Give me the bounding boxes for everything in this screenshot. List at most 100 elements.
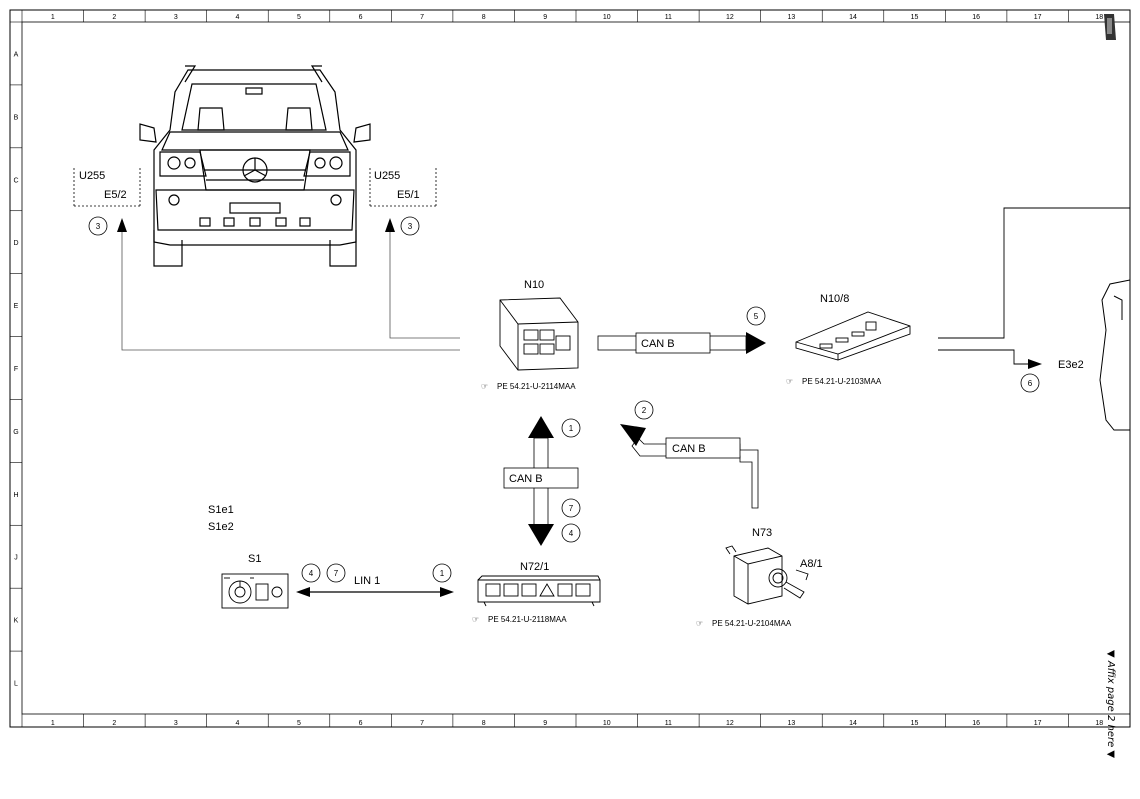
grid-row-label: G [13, 429, 18, 436]
s1e1-label: S1e1 [208, 504, 234, 516]
svg-text:4: 4 [309, 569, 314, 578]
grid-col-label: 1 [51, 14, 55, 21]
n10-module [499, 297, 579, 371]
pointing-hand-icon: ☞ [786, 377, 793, 386]
s1-light-switch [221, 573, 289, 609]
grid-col-label: 10 [603, 720, 611, 727]
callout-left-lamp: 3 [88, 216, 108, 236]
n73-ignition-switch [725, 545, 809, 605]
callout-lin-right: 1 [432, 563, 452, 583]
left-lamp-label-box: U255 E5/2 [73, 168, 141, 207]
grid-col-label: 12 [726, 720, 734, 727]
n10-label: N10 [524, 279, 544, 291]
grid-row-label: B [14, 114, 19, 121]
grid-row-label: C [13, 177, 18, 184]
svg-text:PE 54.21-U-2103MAA: PE 54.21-U-2103MAA [802, 377, 882, 386]
s1e2-label: S1e2 [208, 521, 234, 533]
grid-col-label: 2 [112, 720, 116, 727]
callout-vertical-up: 1 [561, 418, 581, 438]
callout-lin-left-a: 4 [301, 563, 321, 583]
grid-column-labels: 1122334455667788991010111112121313141415… [21, 10, 1103, 727]
grid-col-label: 14 [849, 720, 857, 727]
callout-right-lamp: 3 [400, 216, 420, 236]
grid-row-label: L [14, 681, 18, 688]
callout-can-n10-8: 5 [746, 306, 766, 326]
svg-text:5: 5 [754, 312, 759, 321]
grid-col-label: 10 [603, 14, 611, 21]
svg-text:PE 54.21-U-2104MAA: PE 54.21-U-2104MAA [712, 619, 792, 628]
grid-col-label: 7 [420, 720, 424, 727]
grid-col-label: 15 [911, 14, 919, 21]
grid-col-label: 16 [972, 720, 980, 727]
n72-1-reference: ☞ PE 54.21-U-2118MAA [472, 615, 567, 624]
s1-label: S1 [248, 553, 261, 565]
grid-col-label: 18 [1095, 720, 1103, 727]
grid-col-label: 15 [911, 720, 919, 727]
grid-col-label: 13 [788, 720, 796, 727]
svg-text:3: 3 [408, 222, 413, 231]
grid-col-label: 17 [1034, 14, 1042, 21]
can-b-bus-to-n10-8: CAN B [597, 332, 766, 354]
pointing-hand-icon: ☞ [481, 382, 488, 391]
affix-page-note: ▼ Affix page 2 here ▼ [1105, 650, 1116, 758]
pointing-hand-icon: ☞ [696, 619, 703, 628]
grid-col-label: 12 [726, 14, 734, 21]
svg-text:2: 2 [642, 406, 647, 415]
lin-1-bus: LIN 1 [296, 575, 454, 597]
svg-text:1: 1 [569, 424, 574, 433]
grid-col-label: 9 [543, 14, 547, 21]
grid-col-label: 8 [482, 720, 486, 727]
n10-reference: ☞ PE 54.21-U-2114MAA [481, 382, 576, 391]
svg-text:3: 3 [96, 222, 101, 231]
callout-lin-left-b: 7 [326, 563, 346, 583]
grid-col-label: 5 [297, 720, 301, 727]
pointing-hand-icon: ☞ [472, 615, 479, 624]
grid-col-label: 18 [1095, 14, 1103, 21]
svg-text:CAN B: CAN B [509, 473, 543, 485]
n72-1-label: N72/1 [520, 561, 549, 573]
grid-row-label: E [14, 303, 19, 310]
grid-col-label: 1 [51, 720, 55, 727]
svg-text:CAN B: CAN B [641, 338, 675, 350]
grid-col-label: 8 [482, 14, 486, 21]
wire-n10-to-left-lamp [121, 230, 460, 351]
can-b-vertical-bus: CAN B [503, 416, 579, 546]
callout-e3e2: 6 [1020, 373, 1040, 393]
corner-figure-icon [1104, 14, 1116, 40]
grid-col-label: 6 [359, 720, 363, 727]
arrow-head-e3e2 [1028, 359, 1042, 369]
can-b-bus-from-n73: CAN B [620, 424, 759, 509]
grid-col-label: 16 [972, 14, 980, 21]
n10-8-module [795, 311, 911, 361]
svg-text:CAN B: CAN B [672, 443, 706, 455]
vehicle-front-view [139, 65, 371, 267]
grid-row-label: K [14, 618, 19, 625]
svg-text:4: 4 [569, 529, 574, 538]
n72-1-switch-panel [477, 575, 601, 607]
arrow-head-right-lamp [385, 218, 395, 232]
grid-row-label: J [14, 555, 18, 562]
right-lamp-label-box: U255 E5/1 [369, 168, 437, 207]
n10-8-reference: ☞ PE 54.21-U-2103MAA [786, 377, 882, 386]
callout-n73-arrow: 2 [634, 400, 654, 420]
grid-col-label: 5 [297, 14, 301, 21]
grid-col-label: 9 [543, 720, 547, 727]
callout-vertical-down-b: 4 [561, 523, 581, 543]
partial-vehicle-rear [1099, 279, 1131, 431]
a8-1-label: A8/1 [800, 558, 823, 570]
grid-col-label: 3 [174, 14, 178, 21]
svg-text:PE 54.21-U-2114MAA: PE 54.21-U-2114MAA [497, 382, 576, 391]
callout-vertical-down-a: 7 [561, 498, 581, 518]
arrow-head-left-lamp [117, 218, 127, 232]
svg-text:LIN 1: LIN 1 [354, 575, 380, 587]
n73-label: N73 [752, 527, 772, 539]
left-lamp-component: E5/2 [104, 189, 127, 201]
grid-col-label: 4 [235, 720, 239, 727]
grid-col-label: 13 [788, 14, 796, 21]
right-lamp-component: E5/1 [397, 189, 420, 201]
grid-col-label: 2 [112, 14, 116, 21]
n73-reference: ☞ PE 54.21-U-2104MAA [696, 619, 792, 628]
svg-text:6: 6 [1028, 379, 1033, 388]
